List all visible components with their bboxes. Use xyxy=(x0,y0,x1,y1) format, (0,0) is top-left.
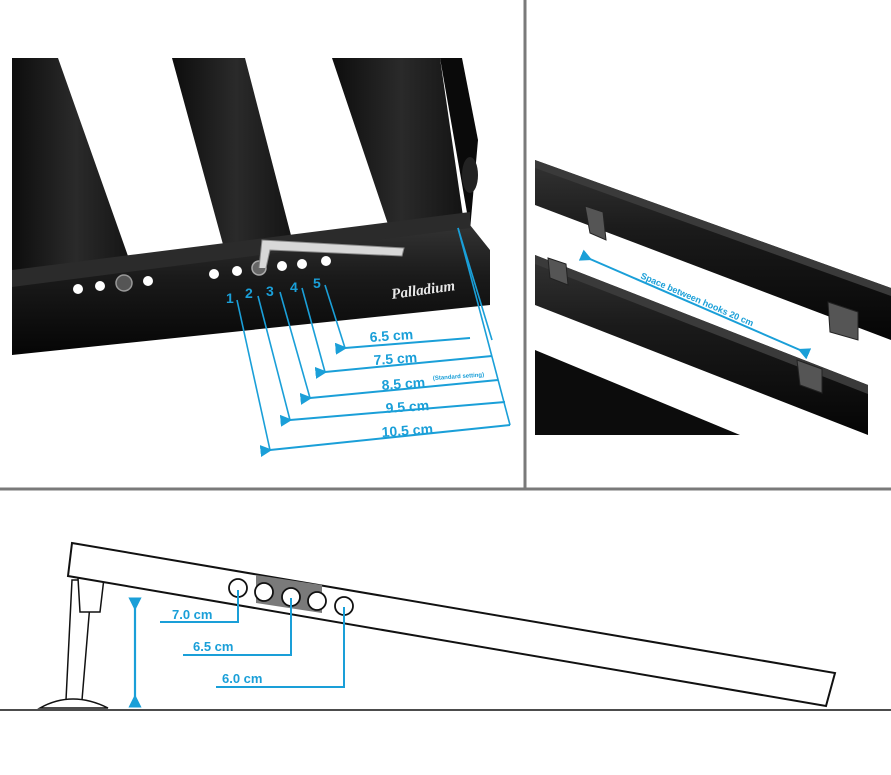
bottom-height-label-7-0: 7.0 cm xyxy=(172,607,212,622)
crossbar xyxy=(12,225,490,355)
height-leader-lines xyxy=(236,227,511,451)
board-plate xyxy=(66,541,837,708)
hole-number-5: 5 xyxy=(313,275,321,291)
hole-numbers: 1 2 3 4 5 xyxy=(226,275,321,306)
rail-left xyxy=(12,58,140,290)
adjustment-holes xyxy=(73,256,331,294)
height-arrows xyxy=(259,337,511,457)
bottom-height-label-6-0: 6.0 cm xyxy=(222,671,262,686)
leg-upper xyxy=(77,577,105,613)
hooks xyxy=(547,205,859,394)
bottom-height-labels: 7.0 cm 6.5 cm 6.0 cm xyxy=(172,607,262,686)
hole-number-1: 1 xyxy=(226,290,234,306)
rubber-foot xyxy=(462,157,478,193)
height-label-8-5: 8.5 cm xyxy=(381,374,426,393)
hole-number-3: 3 xyxy=(266,283,274,299)
height-labels: 6.5 cm 7.5 cm 8.5 cm (Standard setting) … xyxy=(369,326,484,440)
rails-photo-top-right xyxy=(535,160,891,435)
height-label-6-5: 6.5 cm xyxy=(369,326,414,345)
rail-right xyxy=(332,58,470,260)
height-label-8-5-note: (Standard setting) xyxy=(433,372,485,382)
hole-number-4: 4 xyxy=(290,279,298,295)
height-label-10-5: 10.5 cm xyxy=(381,420,433,440)
hex-key xyxy=(258,239,405,269)
upper-rail-top xyxy=(535,160,891,296)
bottom-leader-lines xyxy=(160,590,345,688)
bottom-height-label-6-5: 6.5 cm xyxy=(193,639,233,654)
crossbar-top xyxy=(12,212,470,287)
tilt-diagram xyxy=(0,541,891,711)
frame-photo-top-left: Palladium xyxy=(12,58,490,355)
leg-foot xyxy=(37,698,109,709)
bottom-holes xyxy=(228,578,354,616)
bolt xyxy=(115,274,133,292)
rail-middle xyxy=(172,58,300,270)
height-label-9-5: 9.5 cm xyxy=(385,397,430,416)
hole-number-2: 2 xyxy=(245,285,253,301)
bottom-rail xyxy=(535,350,740,435)
height-label-7-5: 7.5 cm xyxy=(373,349,418,368)
hook-spacing-arrow xyxy=(578,249,812,360)
